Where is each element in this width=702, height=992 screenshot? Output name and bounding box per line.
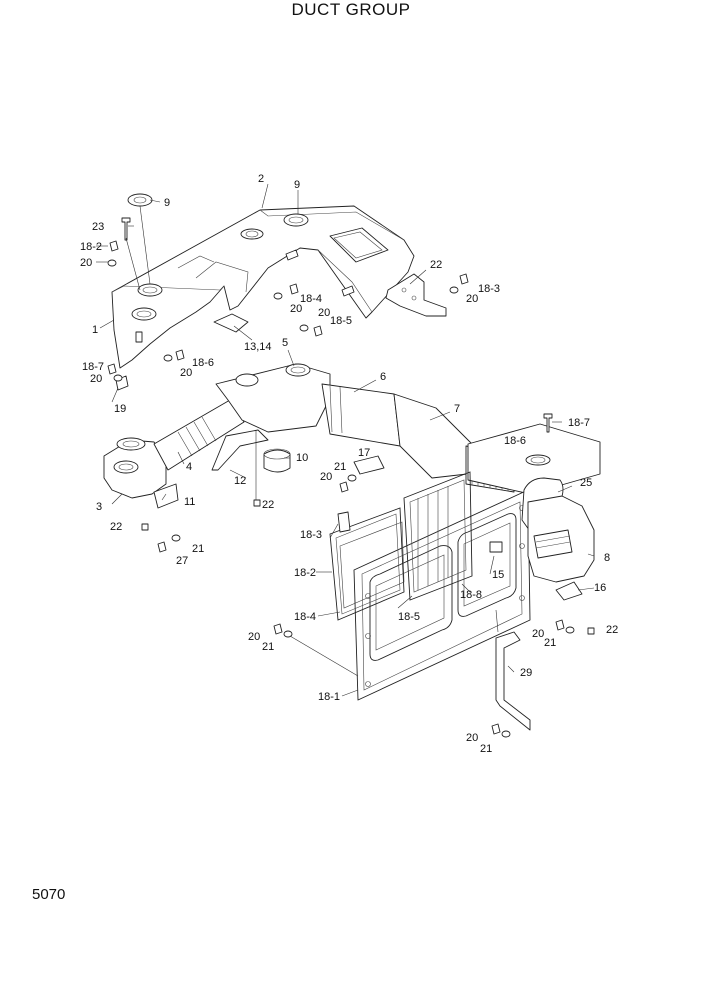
label-part-5: 5 bbox=[282, 337, 288, 349]
label-part-21: 21 bbox=[192, 543, 204, 555]
cap-10 bbox=[263, 448, 291, 473]
label-part-18-6: 18-6 bbox=[504, 435, 526, 447]
label-part-4: 4 bbox=[186, 461, 192, 473]
label-part-7: 7 bbox=[454, 403, 460, 415]
label-part-20: 18-5 bbox=[330, 315, 352, 327]
label-part-20: 20 bbox=[320, 471, 332, 483]
bracket-13-14 bbox=[213, 313, 249, 333]
hardware bbox=[107, 217, 595, 738]
bracket-17 bbox=[353, 455, 385, 475]
upper-duct-cover bbox=[111, 205, 415, 369]
label-part-9: 9 bbox=[294, 179, 300, 191]
label-part-27: 27 bbox=[176, 555, 188, 567]
duct-assembly bbox=[103, 363, 515, 499]
label-part-18-3: 18-3 bbox=[300, 529, 322, 541]
bracket-12 bbox=[211, 429, 269, 471]
bracket-29 bbox=[495, 631, 531, 731]
label-part-20: 20 bbox=[248, 631, 260, 643]
label-part-18-7: 18-7 bbox=[568, 417, 590, 429]
label-part-13-14: 13,14 bbox=[244, 341, 272, 353]
label-part-20: 18-6 bbox=[192, 357, 214, 369]
label-part-25: 25 bbox=[580, 477, 592, 489]
label-part-20: 18-7 bbox=[82, 361, 104, 373]
label-part-19: 19 bbox=[114, 403, 126, 415]
label-part-18-8: 18-8 bbox=[460, 589, 482, 601]
label-part-6: 6 bbox=[380, 371, 386, 383]
label-part-23: 22 bbox=[430, 259, 442, 271]
label-part-21: 20 bbox=[290, 303, 302, 315]
label-part-1: 1 bbox=[92, 324, 98, 336]
leader-lines bbox=[96, 183, 595, 697]
label-part-8: 8 bbox=[604, 552, 610, 564]
label-part-21: 21 bbox=[334, 461, 346, 473]
grommet-9 bbox=[127, 193, 153, 207]
label-part-12: 12 bbox=[234, 475, 246, 487]
label-part-20: 18-3 bbox=[478, 283, 500, 295]
filter-housing bbox=[329, 423, 601, 701]
label-part-15: 15 bbox=[492, 569, 504, 581]
label-part-21: 20 bbox=[466, 293, 478, 305]
label-part-21: 21 bbox=[480, 743, 492, 755]
label-part-18-4: 18-4 bbox=[294, 611, 316, 623]
part-labels: 2 9 9 23 18-2 20 1 22 18-3 20 18-4 20 20… bbox=[80, 173, 500, 415]
label-part-21: 20 bbox=[80, 257, 92, 269]
label-part-21: 20 bbox=[318, 307, 330, 319]
bracket-23 bbox=[385, 273, 447, 317]
label-part-20: 18-2 bbox=[80, 241, 102, 253]
label-part-21: 20 bbox=[180, 367, 192, 379]
label-part-17: 17 bbox=[358, 447, 370, 459]
precleaner-8-25 bbox=[521, 477, 595, 583]
label-part-11: 11 bbox=[184, 496, 195, 508]
label-part-2: 2 bbox=[258, 173, 264, 185]
label-part-20: 18-4 bbox=[300, 293, 322, 305]
label-part-22: 22 bbox=[110, 521, 122, 533]
bracket-11 bbox=[153, 483, 179, 509]
label-part-16: 16 bbox=[594, 582, 606, 594]
label-part-26: 23 bbox=[92, 221, 104, 233]
label-part-18-5: 18-5 bbox=[398, 611, 420, 623]
label-part-3: 3 bbox=[96, 501, 102, 513]
label-part-20: 20 bbox=[532, 628, 544, 640]
label-part-29: 29 bbox=[520, 667, 532, 679]
label-part-18-2: 18-2 bbox=[294, 567, 316, 579]
page-title: DUCT GROUP bbox=[291, 0, 411, 19]
label-part-9: 9 bbox=[164, 197, 170, 209]
label-part-18-1: 18-1 bbox=[318, 691, 340, 703]
label-part-22: 22 bbox=[606, 624, 618, 636]
part-labels-2: 18-4 34810111215161718-118-218-318-418-5… bbox=[96, 417, 618, 755]
page-number: 5070 bbox=[32, 886, 66, 903]
label-part-10: 10 bbox=[296, 452, 308, 464]
label-part-20: 20 bbox=[466, 732, 478, 744]
label-part-21: 20 bbox=[90, 373, 102, 385]
label-part-21: 21 bbox=[544, 637, 556, 649]
bracket-16 bbox=[555, 581, 583, 601]
label-part-22: 22 bbox=[262, 499, 274, 511]
label-part-21: 21 bbox=[262, 641, 274, 653]
